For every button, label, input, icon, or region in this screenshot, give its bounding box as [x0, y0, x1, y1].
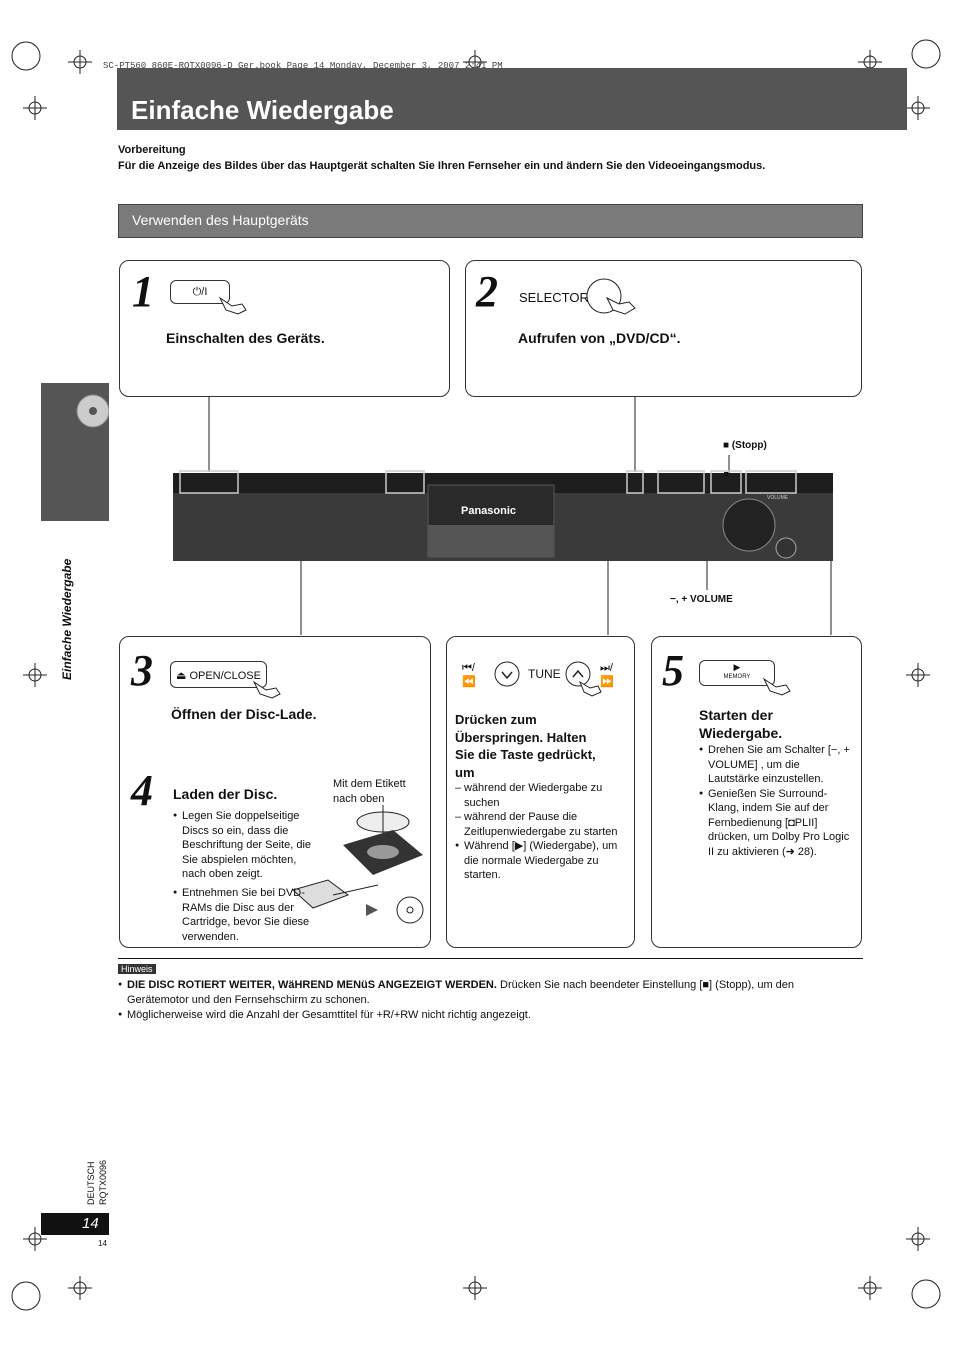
- disc-icon: [76, 394, 109, 428]
- side-tab-text: Einfache Wiedergabe: [60, 558, 74, 680]
- step-4-bullets-2: Entnehmen Sie bei DVD-RAMs die Disc aus …: [173, 886, 328, 944]
- step-3-number: 3: [131, 646, 153, 695]
- skip-bullet: Während [▶] (Wiedergabe), um die normale…: [455, 839, 625, 883]
- tune-up-button[interactable]: [564, 660, 602, 700]
- footer-language: DEUTSCH: [86, 1161, 96, 1205]
- selector-button[interactable]: [585, 278, 639, 318]
- step-5-bullets: Drehen Sie am Schalter [−, + VOLUME] , u…: [699, 743, 854, 859]
- step-2-box: [465, 260, 862, 397]
- tune-down-button[interactable]: [493, 660, 521, 688]
- print-line: SC-PT560_860E-RQTX0096-D_Ger.book Page 1…: [103, 61, 503, 71]
- step-4-bullet: Entnehmen Sie bei DVD-RAMs die Disc aus …: [173, 886, 328, 944]
- skip-dashes: während der Wiedergabe zu suchen während…: [455, 781, 625, 839]
- skip-heading: Drücken zum Überspringen. Halten Sie die…: [455, 712, 596, 780]
- step-5-number: 5: [662, 646, 684, 695]
- step-5-text: Starten der Wiedergabe.: [699, 707, 783, 741]
- page-number: 14: [82, 1215, 99, 1232]
- hinweis-label: Hinweis: [118, 964, 156, 974]
- side-tab: [41, 383, 109, 521]
- pointing-hand-icon: [252, 680, 281, 699]
- footer-code: RQTX0096: [98, 1159, 108, 1205]
- volume-print: VOLUME: [767, 495, 789, 501]
- note-text: Möglicherweise wird die Anzahl der Gesam…: [127, 1009, 531, 1021]
- step-2-text: Aufrufen von „DVD/CD“.: [518, 330, 681, 346]
- main-unit-illustration: [173, 397, 833, 635]
- skip-dash: während der Wiedergabe zu suchen: [455, 781, 625, 810]
- preparation: Vorbereitung Für die Anzeige des Bildes …: [118, 142, 778, 174]
- skip-back-icon: ⏮/⏪: [462, 662, 476, 688]
- page-number-small: 14: [98, 1239, 107, 1248]
- note-bold: DIE DISC ROTIERT WEITER, WäHREND MENüS A…: [127, 979, 497, 991]
- eject-icon: ⏏: [176, 670, 190, 682]
- open-close-button[interactable]: ⏏ OPEN/CLOSE: [170, 661, 267, 688]
- step-4-number: 4: [131, 766, 153, 815]
- pointing-hand-icon: [218, 296, 247, 315]
- note-text: Drücken Sie nach beendeter Einstellung […: [127, 979, 795, 1006]
- step-4-bullet: Legen Sie doppelseitige Discs so ein, da…: [173, 809, 323, 882]
- page-number-box: [41, 1213, 109, 1235]
- note-list: DIE DISC ROTIERT WEITER, WäHREND MENüS A…: [118, 978, 828, 1023]
- step-1-text: Einschalten des Geräts.: [166, 330, 325, 346]
- note-rule: [118, 958, 863, 959]
- page-title: Einfache Wiedergabe: [131, 95, 394, 125]
- pointing-hand-icon: [762, 677, 791, 696]
- power-button-label: ⏻/I: [192, 286, 208, 298]
- section-bar: [118, 204, 863, 238]
- skip-bullets: Während [▶] (Wiedergabe), um die normale…: [455, 839, 625, 883]
- open-close-label: OPEN/CLOSE: [189, 670, 261, 682]
- step-1-number: 1: [132, 267, 154, 316]
- section-title: Verwenden des Hauptgeräts: [132, 212, 309, 228]
- step-2-number: 2: [476, 267, 498, 316]
- volume-label: −, + VOLUME: [670, 594, 733, 605]
- step-4-text: Laden der Disc.: [173, 786, 278, 802]
- skip-forward-icon: ⏭/⏩: [600, 662, 614, 688]
- skip-dash: während der Pause die Zeitlupenwiedergab…: [455, 810, 625, 839]
- step-5-bullet: Genießen Sie Surround-Klang, indem Sie a…: [699, 787, 854, 860]
- play-icon: ▶: [733, 662, 741, 672]
- step-1-box: [119, 260, 450, 397]
- step-3-text: Öffnen der Disc-Lade.: [171, 706, 317, 722]
- preparation-text: Für die Anzeige des Bildes über das Haup…: [118, 160, 766, 172]
- stop-label: ■ (Stopp): [723, 440, 767, 451]
- label-caption: Mit dem Etikett nach oben: [333, 778, 406, 805]
- step-4-bullets: Legen Sie doppelseitige Discs so ein, da…: [173, 809, 323, 882]
- step-5-bullet: Drehen Sie am Schalter [−, + VOLUME] , u…: [699, 743, 854, 787]
- memory-label: MEMORY: [723, 674, 751, 680]
- note-item: DIE DISC ROTIERT WEITER, WäHREND MENüS A…: [118, 978, 828, 1007]
- brand-logo: Panasonic: [461, 505, 517, 517]
- selector-label: SELECTOR: [519, 290, 589, 305]
- power-button[interactable]: ⏻/I: [170, 280, 230, 304]
- tune-label: TUNE: [528, 667, 561, 681]
- play-memory-button[interactable]: ▶ MEMORY: [699, 660, 775, 686]
- preparation-label: Vorbereitung: [118, 144, 186, 156]
- header-bar: [117, 68, 907, 130]
- note-item: Möglicherweise wird die Anzahl der Gesam…: [118, 1008, 828, 1023]
